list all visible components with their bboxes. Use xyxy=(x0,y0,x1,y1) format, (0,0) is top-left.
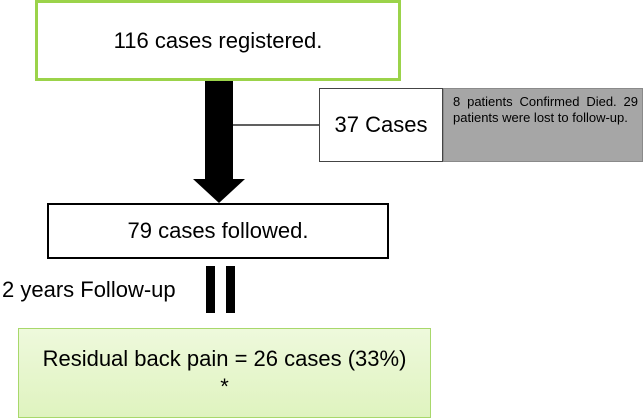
followed-cases-box: 79 cases followed. xyxy=(47,203,389,259)
residual-pain-box: Residual back pain = 26 cases (33%) * xyxy=(18,328,431,418)
excluded-cases-box: 37 Cases xyxy=(319,88,443,162)
followup-duration-label: 2 years Follow-up xyxy=(2,277,176,302)
residual-pain-marker: * xyxy=(220,374,229,399)
registered-cases-label: 116 cases registered. xyxy=(113,27,323,53)
excluded-cases-label: 37 Cases xyxy=(334,112,428,137)
arrow-head xyxy=(193,179,245,203)
arrow-shaft xyxy=(205,81,233,179)
followed-cases-label: 79 cases followed. xyxy=(127,218,309,243)
registered-cases-box: 116 cases registered. xyxy=(35,0,401,81)
residual-pain-label: Residual back pain = 26 cases (33%) xyxy=(42,346,407,371)
followup-bar-left xyxy=(206,266,215,313)
exclusion-detail-text: 8 patients Confirmed Died. 29 patients w… xyxy=(453,94,638,125)
exclusion-detail-note: 8 patients Confirmed Died. 29 patients w… xyxy=(443,88,643,162)
followup-bar-right xyxy=(226,266,235,313)
